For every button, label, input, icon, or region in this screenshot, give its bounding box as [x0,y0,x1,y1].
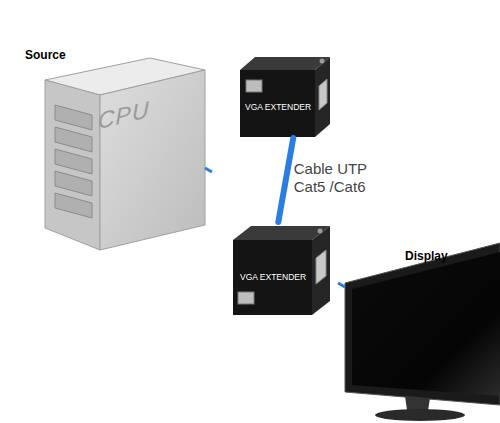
source-heading: Source [25,48,66,62]
cpu-tower [45,58,212,250]
cpu-tower-node: SourceCPU [20,40,215,255]
extender-box: VGA EXTENDER [235,52,332,138]
monitor [338,243,500,421]
display-heading: Display [405,249,448,263]
display-node: Display [340,242,500,423]
vga-extender-receiver [233,226,330,315]
vga-extender-transmitter [240,57,330,137]
extender-label: VGA EXTENDER [240,272,320,282]
extender-box: VGA EXTENDER [228,222,332,317]
cpu-label: CPU [98,96,150,135]
utp-cable [278,138,293,222]
extender-label: VGA EXTENDER [245,102,325,112]
cable-label: Cable UTP Cat5 /Cat6 [294,160,380,196]
